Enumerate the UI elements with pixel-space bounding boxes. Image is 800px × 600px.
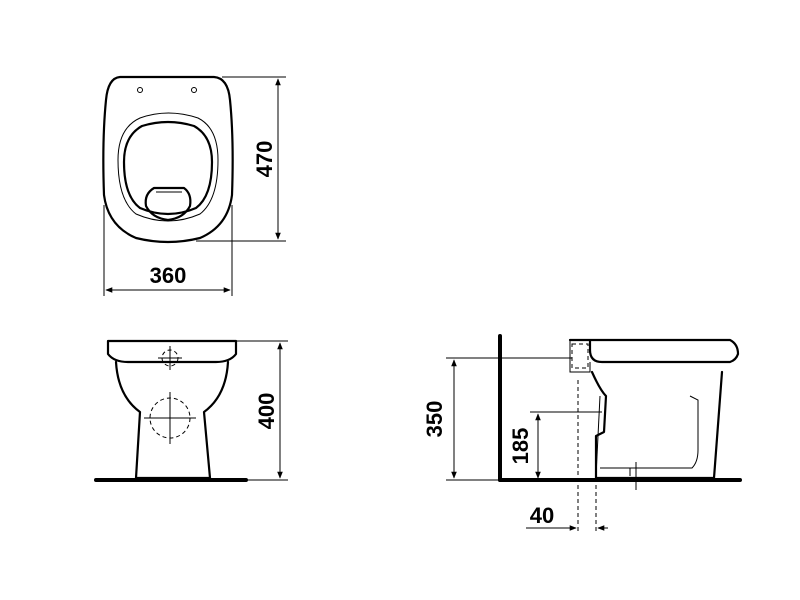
width-dimension: 360	[150, 263, 187, 288]
front-view-body	[114, 360, 230, 480]
outlet-height-dimension: 350	[422, 401, 447, 438]
seat-fixing-hole-right	[191, 87, 197, 93]
top-view-inner-rim	[117, 112, 219, 222]
top-view: 360 470	[102, 75, 286, 296]
top-view-bowl	[122, 120, 214, 216]
side-view-trap	[600, 395, 699, 469]
front-view: 400	[94, 339, 288, 482]
depth-dimension: 470	[252, 141, 277, 178]
front-view-rim	[106, 339, 238, 364]
wall-offset-dimension: 40	[530, 503, 554, 528]
top-view-outline	[102, 75, 234, 244]
side-view-body	[590, 370, 724, 480]
top-view-outlet	[144, 186, 192, 222]
side-view-inlet	[571, 343, 589, 369]
side-view: 350 185 40	[422, 334, 742, 532]
side-view-rim	[568, 338, 740, 364]
inlet-height-dimension: 185	[508, 428, 533, 465]
height-dimension: 400	[254, 393, 279, 430]
seat-fixing-hole-left	[137, 87, 143, 93]
